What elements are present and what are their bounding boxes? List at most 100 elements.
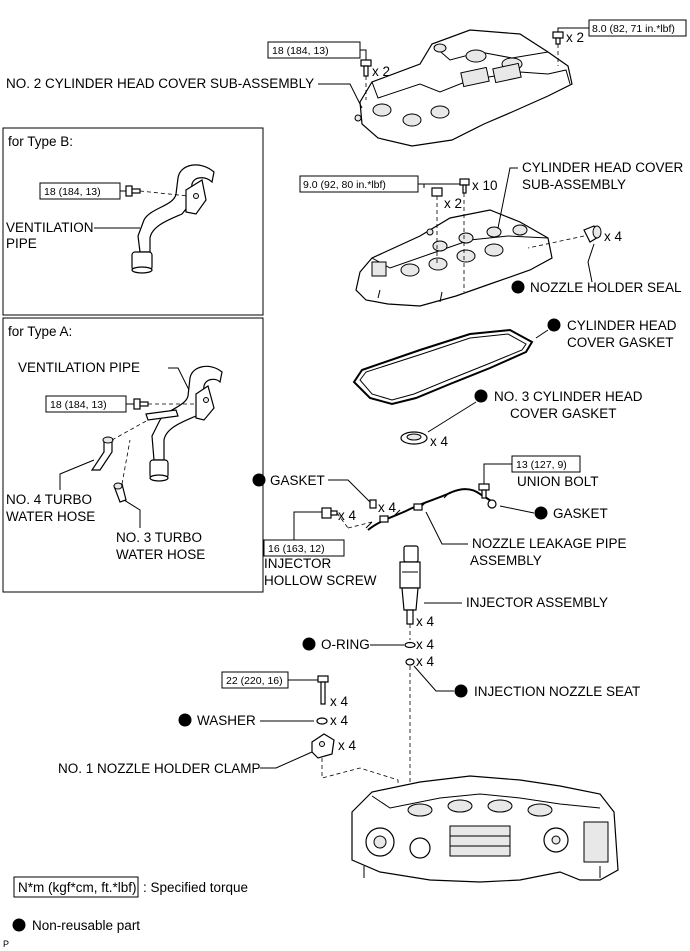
gasket-label-2: COVER GASKET (567, 335, 674, 350)
nonreusable-mark-gasket-right (534, 506, 548, 520)
no3-gasket-qty: x 4 (430, 434, 449, 449)
no3-hose-label-2: WATER HOSE (116, 547, 205, 562)
gasket-left-drawing (369, 499, 377, 509)
head-cover-nut-icon (423, 184, 443, 264)
torque-type-b-bolt: 18 (184, 13) (39, 182, 126, 200)
engine-block-drawing (351, 775, 619, 883)
nozzle-seal-qty: x 4 (604, 229, 623, 244)
gasket-label-1: CYLINDER HEAD (567, 318, 677, 333)
no3-gasket-label-2: COVER GASKET (510, 406, 617, 421)
legend-torque: N*m (kgf*cm, ft.*lbf) : Specified torque (13, 876, 248, 898)
torque-clamp-bolt: 22 (220, 16) (221, 671, 318, 689)
torque-type-a-bolt: 18 (184, 13) (45, 395, 134, 413)
svg-text:8.0 (82, 71 in.*lbf): 8.0 (82, 71 in.*lbf) (592, 23, 675, 35)
torque-head-cover-bolts: 9.0 (92, 80 in.*lbf) (299, 175, 462, 193)
oring-label: O-RING (321, 637, 370, 652)
type-a-ventilation-pipe-drawing (145, 365, 223, 482)
clamp-label: NO. 1 NOZZLE HOLDER CLAMP (58, 761, 261, 776)
leak-pipe-label-1: NOZZLE LEAKAGE PIPE (472, 536, 627, 551)
type-a-panel (2, 317, 264, 593)
svg-text:22 (220, 16): 22 (220, 16) (226, 675, 283, 687)
injector-assembly-drawing (399, 545, 421, 640)
gasket-left-label: GASKET (270, 473, 325, 488)
injector-label: INJECTOR ASSEMBLY (466, 595, 608, 610)
washer-label: WASHER (197, 713, 256, 728)
union-bolt-label: UNION BOLT (517, 474, 599, 489)
nonreusable-mark-nozzle-seat (454, 684, 468, 698)
nozzle-seat-drawing (405, 658, 415, 666)
head-cover-bolt-icon (459, 178, 470, 292)
svg-text:18 (184, 13): 18 (184, 13) (44, 186, 101, 198)
head-cover-nut-qty: x 2 (444, 196, 462, 211)
leak-pipe-label-2: ASSEMBLY (470, 553, 542, 568)
type-a-title: for Type A: (8, 324, 72, 339)
legend-nonreusable: Non-reusable part (12, 918, 140, 933)
head-cover-bolt-qty: x 10 (472, 178, 498, 193)
hollow-screw-qty: x 4 (338, 508, 357, 523)
torque-cover2-bolts: 18 (184, 13) (267, 41, 367, 60)
svg-text:9.0 (92, 80 in.*lbf): 9.0 (92, 80 in.*lbf) (303, 179, 386, 191)
torque-cover2-nuts: 8.0 (82, 71 in.*lbf) (557, 19, 687, 37)
torque-hollow-screw: 16 (163, 12) (263, 511, 345, 557)
cover2-label: NO. 2 CYLINDER HEAD COVER SUB-ASSEMBLY (6, 76, 314, 91)
nozzle-seat-label: INJECTION NOZZLE SEAT (474, 684, 640, 699)
gasket-left-qty: x 4 (378, 500, 397, 515)
nozzle-holder-clamp-drawing (311, 733, 335, 759)
nozzle-holder-seal-drawing (527, 225, 602, 249)
nonreusable-mark-gasket (547, 318, 561, 332)
washer-drawing (316, 717, 328, 725)
cover2-nut-qty: x 2 (566, 30, 584, 45)
type-b-panel (2, 127, 264, 316)
type-b-ventilation-pipe-drawing (131, 164, 215, 274)
injector-qty: x 4 (416, 614, 435, 629)
svg-text:18 (184, 13): 18 (184, 13) (272, 45, 329, 57)
clamp-qty: x 4 (338, 738, 357, 753)
type-b-vent-label-2: PIPE (6, 236, 37, 251)
no2-cylinder-head-cover-drawing (354, 29, 573, 147)
nozzle-seal-label: NOZZLE HOLDER SEAL (530, 280, 682, 295)
oring-qty: x 4 (416, 637, 435, 652)
svg-text:13 (127, 9): 13 (127, 9) (516, 459, 567, 471)
figure-code: P (3, 939, 9, 949)
oring-drawing (404, 641, 416, 649)
nonreusable-mark-nozzle-seal (511, 280, 525, 294)
cover2-bolt-icon (360, 59, 372, 100)
svg-text:Non-reusable part: Non-reusable part (32, 918, 140, 933)
no3-cover-gasket-drawing (400, 431, 428, 445)
type-b-bolt-icon (125, 185, 189, 197)
washer-qty: x 4 (330, 713, 349, 728)
no4-turbo-water-hose-drawing (90, 419, 149, 471)
torque-union-bolt: 13 (127, 9) (483, 455, 581, 484)
clamp-bolt-qty: x 4 (330, 694, 349, 709)
type-a-bolt-icon (133, 398, 196, 410)
clamp-bolt-icon (317, 675, 329, 705)
union-bolt-icon (478, 483, 490, 499)
nonreusable-mark-gasket-left (252, 473, 266, 487)
type-b-title: for Type B: (8, 134, 73, 149)
no3-turbo-water-hose-drawing (113, 439, 131, 503)
nonreusable-mark-oring (302, 637, 316, 651)
cover2-nut-icon (552, 31, 564, 66)
nonreusable-mark-washer (178, 713, 192, 727)
gasket-right-label: GASKET (553, 506, 608, 521)
cover2-bolt-qty: x 2 (372, 64, 390, 79)
svg-text:18 (184, 13): 18 (184, 13) (50, 399, 107, 411)
svg-text:16 (163, 12): 16 (163, 12) (268, 543, 325, 555)
head-cover-label-2: SUB-ASSEMBLY (522, 177, 626, 192)
hollow-screw-icon (321, 507, 373, 529)
head-cover-label-1: CYLINDER HEAD COVER (522, 160, 684, 175)
cylinder-head-cover-drawing (355, 209, 553, 307)
hollow-screw-label-2: HOLLOW SCREW (264, 573, 377, 588)
type-a-vent-label: VENTILATION PIPE (18, 360, 140, 375)
no4-hose-label-1: NO. 4 TURBO (6, 492, 92, 507)
hollow-screw-label-1: INJECTOR (264, 556, 332, 571)
no4-hose-label-2: WATER HOSE (6, 509, 95, 524)
no3-gasket-label-1: NO. 3 CYLINDER HEAD (494, 389, 643, 404)
cylinder-head-cover-gasket-drawing (352, 328, 534, 406)
no3-hose-label-1: NO. 3 TURBO (116, 530, 202, 545)
svg-text:N*m (kgf*cm, ft.*lbf): N*m (kgf*cm, ft.*lbf) (18, 880, 137, 895)
type-b-vent-label-1: VENTILATION (6, 220, 94, 235)
nozzle-seat-qty: x 4 (416, 654, 435, 669)
svg-text:: Specified torque: : Specified torque (143, 880, 248, 895)
